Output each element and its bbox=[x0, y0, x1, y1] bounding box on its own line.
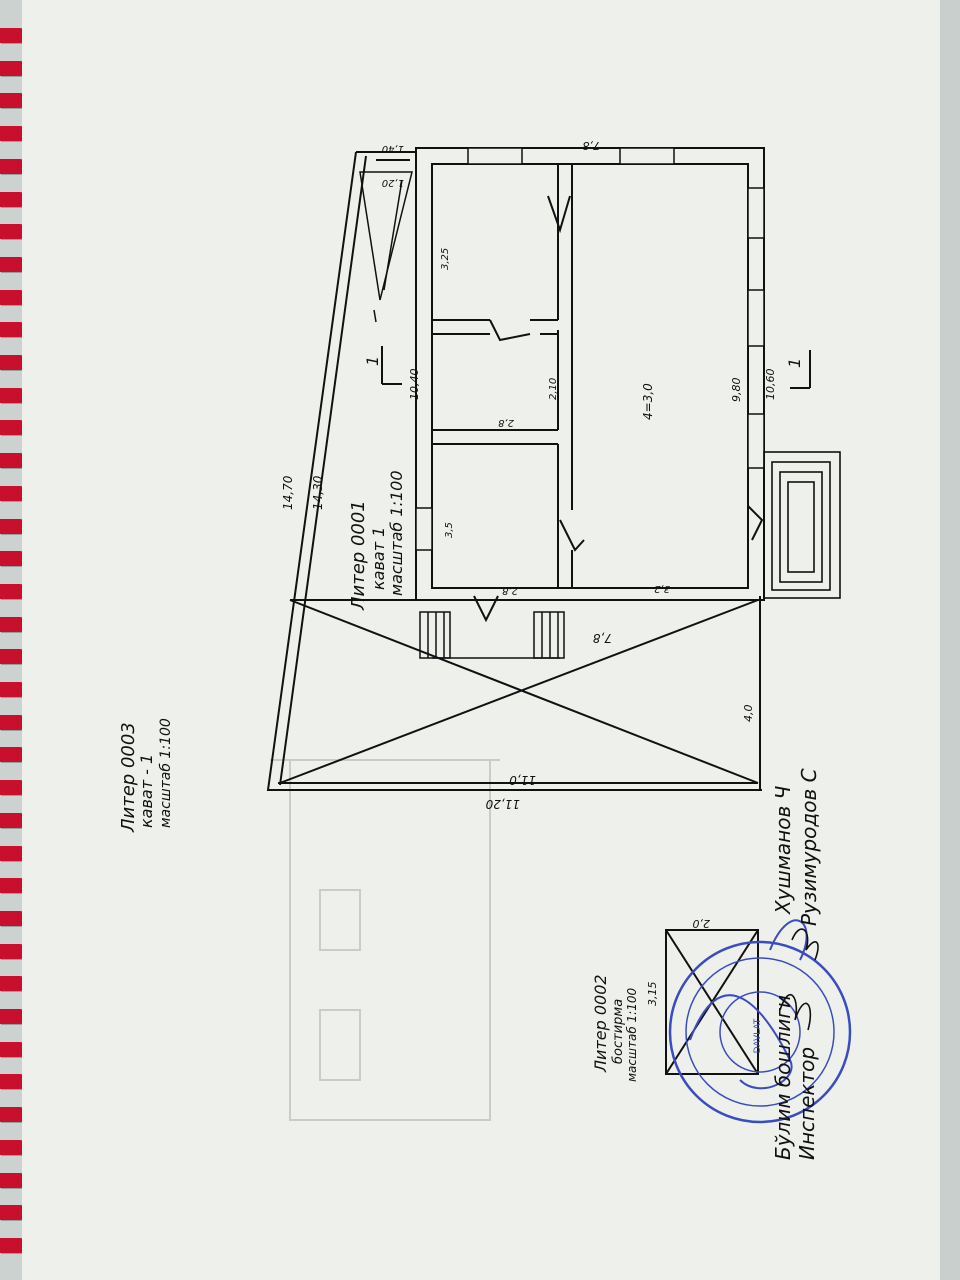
binding-ring bbox=[0, 845, 26, 861]
main-plan-floor: кават 1 bbox=[369, 527, 388, 590]
dim-14-70: 14,70 bbox=[281, 475, 295, 510]
room-big-label: 4=3,0 bbox=[641, 383, 655, 420]
binding-ring bbox=[0, 747, 26, 763]
dim-4-0: 4,0 bbox=[742, 705, 755, 723]
shed-plan-scale: масштаб 1:100 bbox=[625, 988, 639, 1082]
dim-9-80: 9,80 bbox=[730, 378, 743, 403]
section-mark-right: 1 bbox=[785, 358, 804, 368]
binding-ring bbox=[0, 1139, 26, 1155]
shed-dim-b: 3,15 bbox=[646, 982, 659, 1007]
binding-ring bbox=[0, 976, 26, 992]
dim-3-25: 3,25 bbox=[440, 248, 451, 270]
signature-name-2: Рузимуродов С bbox=[797, 768, 821, 926]
windows bbox=[415, 147, 765, 551]
binding-ring bbox=[0, 682, 26, 697]
binding-ring bbox=[0, 649, 26, 665]
handwritten-signature bbox=[779, 994, 812, 1031]
binding-ring bbox=[0, 387, 26, 403]
main-plan-title: Литер 0001 bbox=[348, 500, 369, 611]
handwritten-signature-2 bbox=[791, 928, 819, 961]
show-through-ghost bbox=[270, 759, 500, 1121]
dim-3-2: 3,2 bbox=[654, 583, 670, 594]
binding-ring bbox=[0, 943, 26, 959]
binding-ring bbox=[0, 224, 26, 240]
official-stamp bbox=[668, 919, 852, 1124]
building-walls bbox=[415, 147, 765, 623]
shed-dim-a: 2,0 bbox=[693, 917, 711, 930]
main-plan-scale: масштаб 1:100 bbox=[387, 471, 406, 597]
binding-ring bbox=[0, 322, 26, 338]
binding-ring bbox=[0, 616, 26, 632]
section-markers bbox=[381, 346, 811, 389]
dim-10-60: 10,60 bbox=[764, 369, 777, 401]
section-mark-left: 1 bbox=[363, 356, 382, 366]
binding-ring bbox=[0, 551, 26, 567]
entrance-steps bbox=[419, 611, 565, 659]
binding-ring bbox=[0, 256, 26, 272]
binding-ring bbox=[0, 714, 26, 730]
dim-1-40: 1,40 bbox=[382, 143, 404, 154]
dim-7-8-mid: 7,8 bbox=[593, 631, 612, 645]
binding-ring bbox=[0, 158, 26, 174]
annex-plan-title: Литер 0003 bbox=[118, 722, 139, 833]
dim-11-20: 11,20 bbox=[485, 797, 520, 811]
dim-1-20: 1,20 bbox=[382, 177, 404, 188]
binding-ring bbox=[0, 878, 26, 894]
binding-ring bbox=[0, 583, 26, 599]
dim-14-30: 14,30 bbox=[311, 475, 325, 510]
head-of-department-label: Бўлим бошлиги bbox=[771, 995, 795, 1160]
shed-plan-title: Литер 0002 bbox=[591, 974, 610, 1073]
binding-ring bbox=[0, 1041, 26, 1057]
dim-2-8a: 2,8 bbox=[498, 417, 514, 428]
dim-2-10: 2,10 bbox=[548, 378, 559, 400]
binding-ring bbox=[0, 93, 26, 109]
binding-ring bbox=[0, 1205, 26, 1221]
binding-ring bbox=[0, 453, 26, 469]
binding-ring bbox=[0, 289, 26, 305]
annex-plan-scale: масштаб 1:100 bbox=[158, 718, 174, 828]
annex-plan-floor: кават - 1 bbox=[137, 754, 156, 828]
binding-ring bbox=[0, 812, 26, 828]
binding-ring bbox=[0, 420, 26, 436]
binding-ring bbox=[0, 60, 26, 76]
binding-ring bbox=[0, 780, 26, 796]
paper-edge bbox=[940, 0, 960, 1280]
stamp-text: DAVLAT bbox=[753, 1018, 763, 1053]
binding-ring bbox=[0, 126, 26, 142]
inspector-label: Инспектор bbox=[795, 1047, 819, 1160]
paper-page bbox=[22, 0, 950, 1280]
binding-ring bbox=[0, 28, 26, 43]
binding-ring bbox=[0, 485, 26, 501]
passage bbox=[359, 171, 413, 323]
binding-ring bbox=[0, 1237, 26, 1253]
binding-ring bbox=[0, 1172, 26, 1188]
dim-3-5: 3,5 bbox=[444, 522, 455, 538]
binding-ring bbox=[0, 910, 26, 926]
dim-10-40: 10,40 bbox=[408, 369, 421, 401]
binding-ring bbox=[0, 1107, 26, 1123]
signature-name-1: Хушманов Ч bbox=[771, 785, 795, 915]
binding-ring bbox=[0, 518, 26, 534]
dim-2-8b: 2,8 bbox=[502, 585, 518, 596]
binding-ring bbox=[0, 1009, 26, 1024]
dim-11-0: 11,0 bbox=[509, 773, 536, 787]
binding-ring bbox=[0, 1074, 26, 1090]
porch bbox=[763, 451, 841, 599]
shed-plan-type: бостирма bbox=[611, 999, 626, 1064]
binding-ring bbox=[0, 191, 26, 207]
binding-ring bbox=[0, 355, 26, 370]
dim-7-8-top: 7,8 bbox=[583, 139, 601, 152]
